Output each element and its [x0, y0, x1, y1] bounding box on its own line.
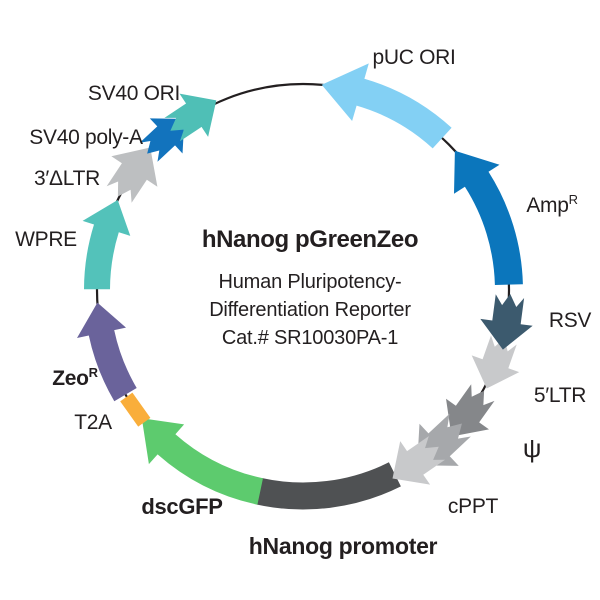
feature-rsv	[480, 293, 533, 350]
feature-label-3-delta-ltr: 3′ΔLTR	[34, 167, 100, 190]
feature-label-zeo-r: ZeoR	[52, 365, 98, 390]
feature-label-sv40-ori: SV40 ORI	[88, 82, 180, 105]
feature-t2a	[120, 392, 151, 427]
feature-zeo-r	[77, 302, 137, 402]
feature-label-amp-r: AmpR	[526, 192, 577, 217]
feature-puc-ori	[321, 63, 452, 149]
feature-wpre	[82, 200, 131, 290]
feature-label-dscgfp: dscGFP	[141, 494, 222, 519]
feature-label-wpre: WPRE	[15, 228, 77, 251]
feature-cppt	[392, 436, 446, 485]
feature-label-hnanog-promoter: hNanog promoter	[249, 533, 438, 559]
feature-psi-upper	[446, 384, 495, 437]
feature-amp-r	[454, 150, 523, 285]
feature-label-5-ltr: 5′LTR	[534, 384, 586, 407]
feature-hnanog-promoter	[255, 462, 401, 510]
feature-label-t2a: T2A	[74, 411, 112, 434]
feature-label-rsv: RSV	[549, 309, 592, 332]
feature-5-ltr	[471, 335, 520, 389]
feature-sv40-ori	[164, 93, 217, 142]
feature-label-sv40-poly-a: SV40 poly-A	[29, 126, 143, 149]
feature-label-puc-ori: pUC ORI	[372, 46, 455, 69]
feature-dscgfp	[141, 418, 263, 505]
feature-label-cppt: cPPT	[448, 495, 499, 518]
feature-label-psi: ψ	[523, 433, 541, 463]
feature-3-delta-ltr	[106, 147, 158, 203]
